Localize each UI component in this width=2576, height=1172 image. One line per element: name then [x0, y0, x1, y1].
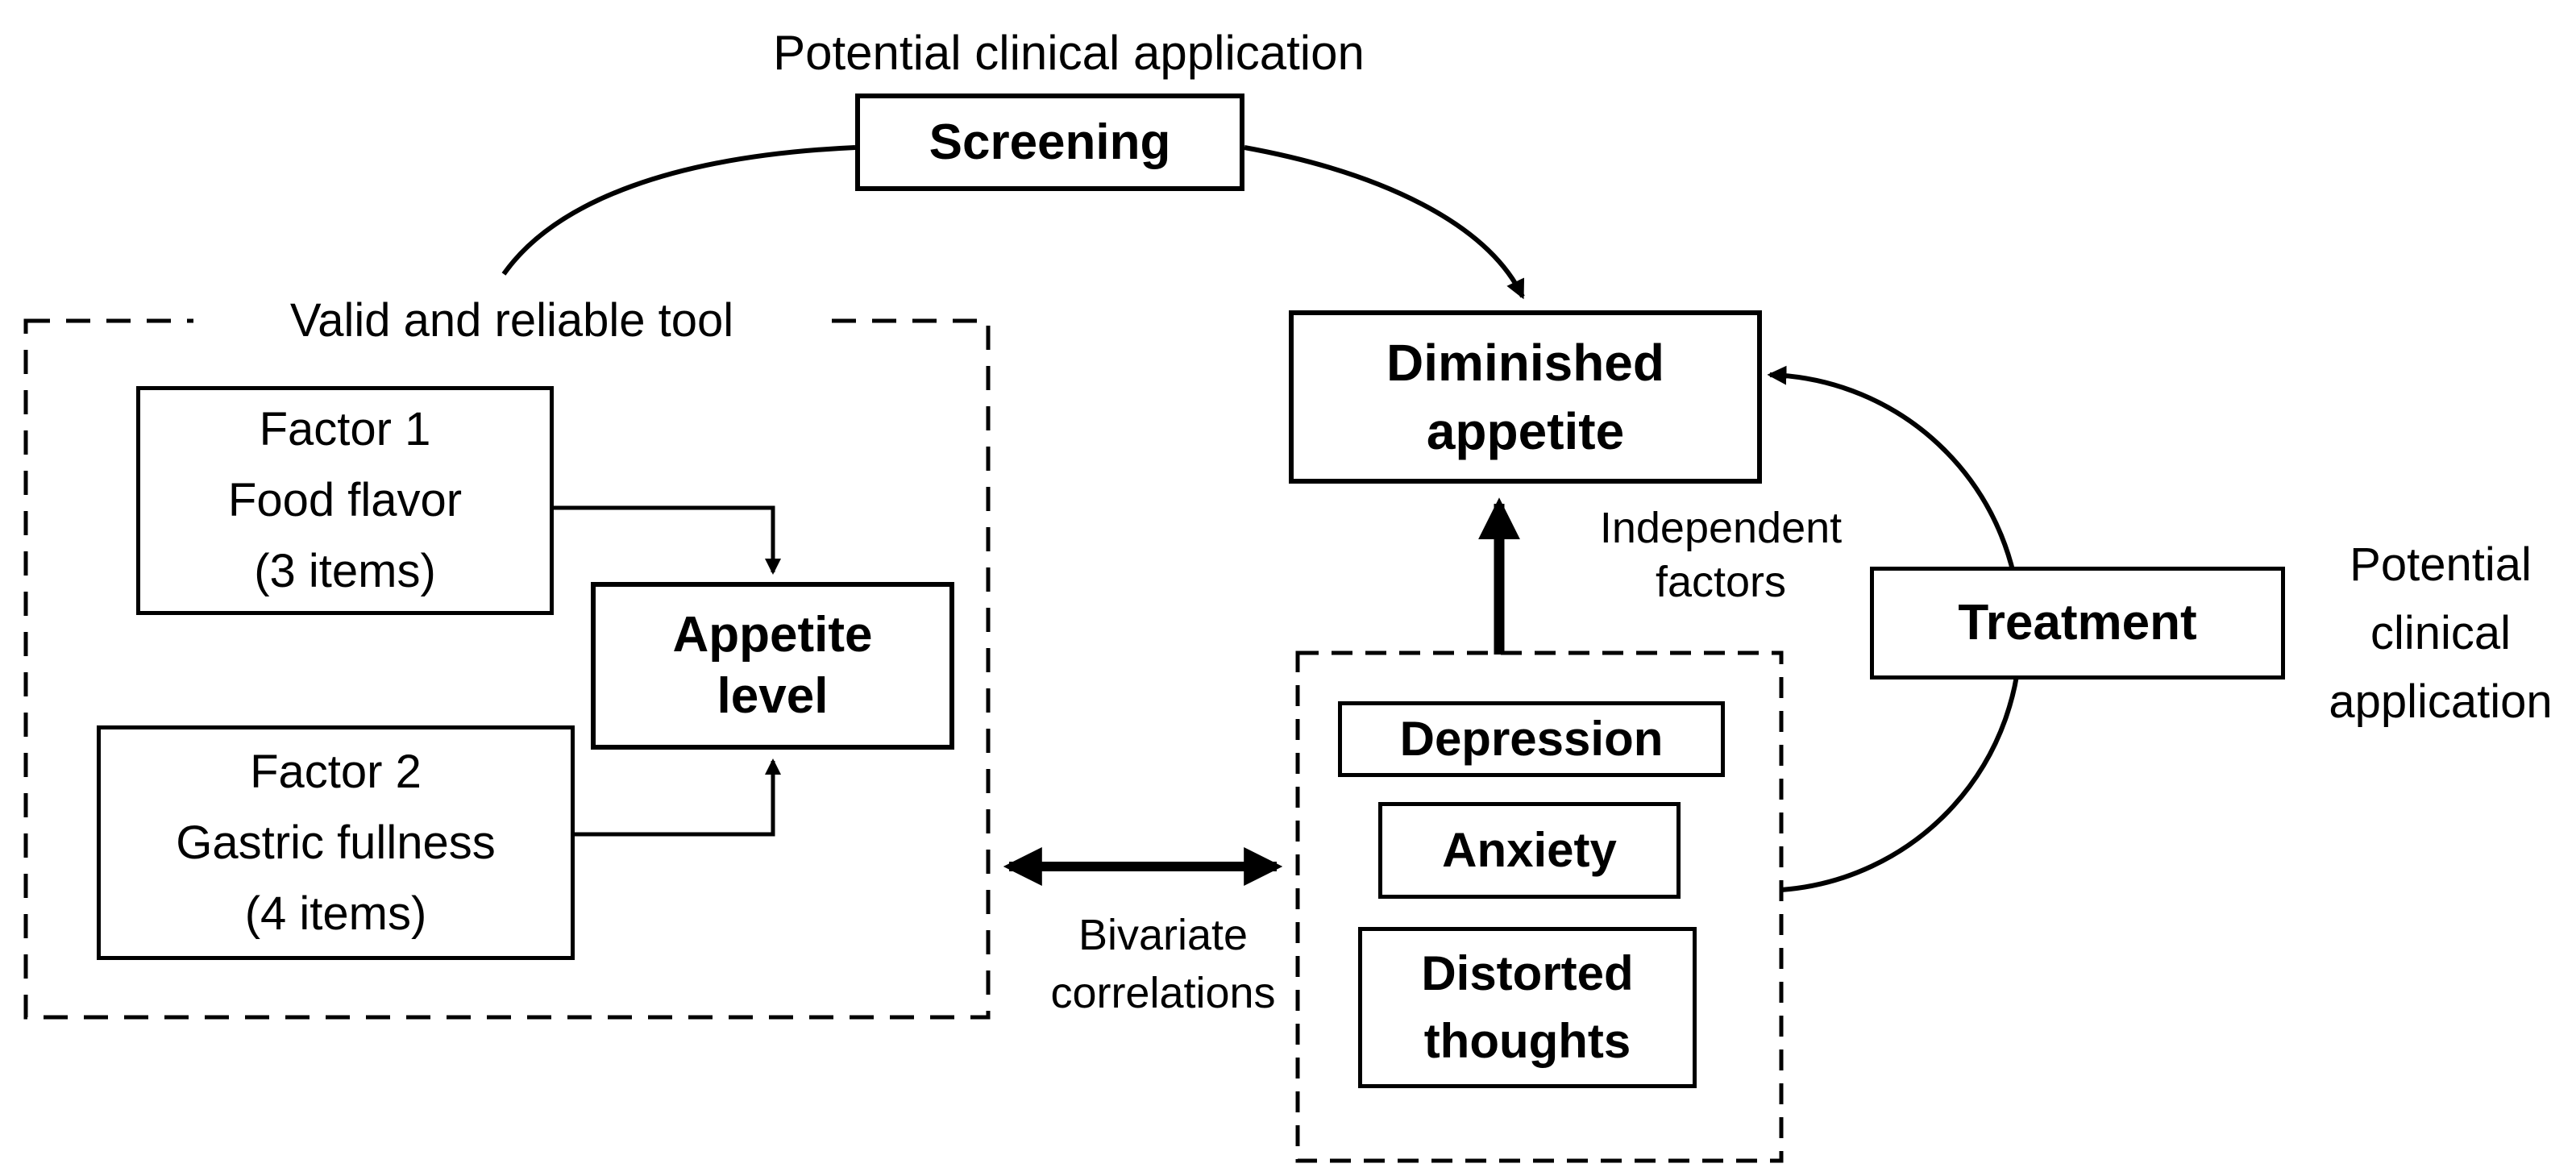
screening-node: Screening — [855, 94, 1244, 191]
right-application-line2: clinical — [2370, 607, 2512, 659]
factor2-node: Factor 2 Gastric fullness (4 items) — [97, 725, 575, 960]
independent-factors-dashed-box — [1295, 650, 1784, 1163]
right-clinical-application-label: Potential clinical application — [2279, 530, 2576, 736]
independent-factors-label: Independent factors — [1560, 501, 1882, 609]
factor1-node: Factor 1 Food flavor (3 items) — [136, 386, 554, 615]
treatment-node: Treatment — [1870, 567, 2285, 680]
tool-to-screening-curve — [501, 145, 856, 276]
depression-node: Depression — [1338, 701, 1725, 777]
bivariate-line1: Bivariate — [1078, 911, 1249, 959]
right-application-line1: Potential — [2350, 538, 2532, 591]
appetite-line2: level — [717, 668, 829, 724]
appetite-level-node: Appetite level — [591, 582, 954, 750]
factor2-line1: Factor 2 — [250, 745, 422, 798]
distorted-line1: Distorted — [1421, 946, 1634, 1000]
diminished-line1: Diminished — [1386, 333, 1664, 392]
bivariate-correlations-label: Bivariate correlations — [1002, 906, 1324, 1022]
appetite-line1: Appetite — [672, 607, 873, 663]
distorted-line2: thoughts — [1423, 1014, 1631, 1068]
screening-label: Screening — [929, 114, 1171, 170]
factor2-line2: Gastric fullness — [176, 816, 496, 869]
factor2-to-appetite-arrow — [575, 758, 781, 837]
distorted-thoughts-node: Distorted thoughts — [1358, 927, 1697, 1088]
factor1-line3: (3 items) — [254, 545, 436, 597]
valid-tool-dashed-box — [23, 318, 991, 1020]
valid-reliable-tool-label: Valid and reliable tool — [193, 290, 830, 351]
anxiety-label: Anxiety — [1442, 823, 1617, 877]
top-clinical-application-label: Potential clinical application — [773, 26, 1365, 80]
bivariate-line2: correlations — [1050, 969, 1276, 1017]
independent-line2: factors — [1655, 558, 1787, 606]
factor1-to-appetite-arrow — [554, 505, 781, 575]
right-application-line3: application — [2329, 675, 2553, 728]
screening-to-diminished-arrow — [1244, 145, 1525, 300]
treatment-label: Treatment — [1958, 595, 2197, 650]
diminished-appetite-node: Diminished appetite — [1289, 310, 1762, 484]
factor2-line3: (4 items) — [244, 887, 427, 940]
diminished-line2: appetite — [1426, 401, 1625, 460]
independent-line1: Independent — [1599, 504, 1843, 552]
depression-label: Depression — [1399, 712, 1664, 766]
anxiety-node: Anxiety — [1378, 802, 1681, 899]
factor1-line1: Factor 1 — [259, 403, 431, 455]
factor1-line2: Food flavor — [227, 474, 463, 526]
